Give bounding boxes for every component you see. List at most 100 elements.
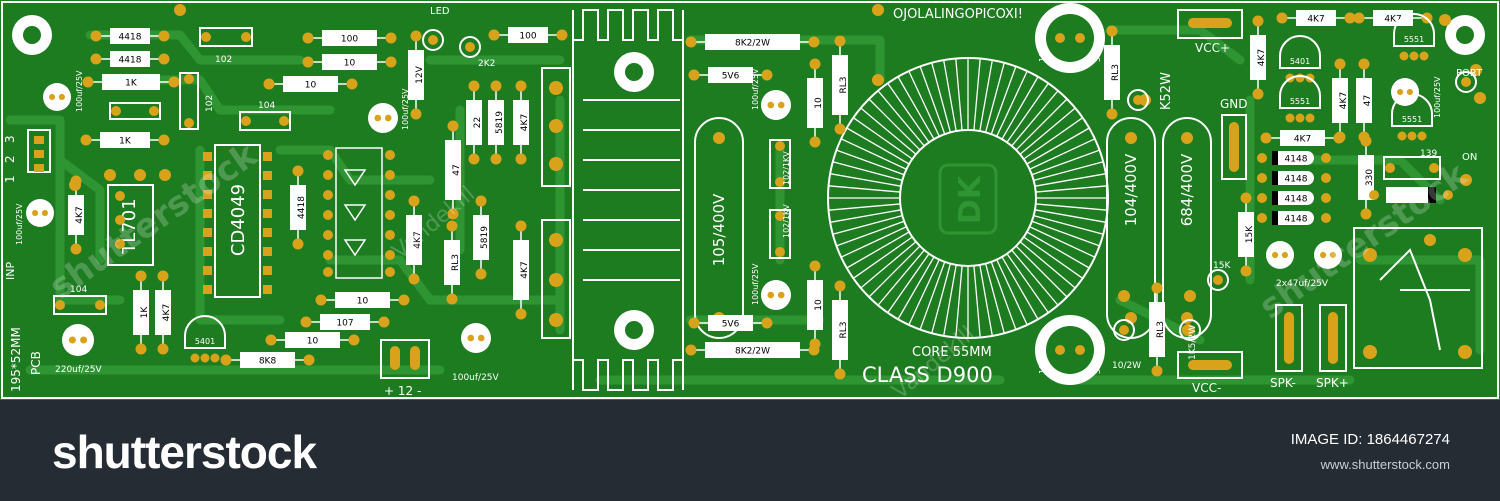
spk-minus-label: SPK- (1270, 376, 1296, 390)
transistor-5401-left: 5401 (184, 315, 226, 363)
resistor-rl3-c-label: RL3 (839, 322, 849, 339)
resistor-rl3-a-label: RL3 (451, 254, 461, 271)
resistor-100-b: 100 (488, 27, 568, 43)
ic-cd4049: CD4049 (203, 144, 272, 298)
cap-102-top (199, 27, 253, 47)
board-title: OJOLALINGOPICOXI! (893, 7, 1023, 22)
solder-pad (872, 4, 884, 16)
cap-102-1kv-b (769, 209, 791, 259)
resistor-rl3-b: RL3 (832, 35, 849, 135)
resistor-47-a: 47 (445, 120, 462, 220)
resistor-4k7-g-label: 4K7 (1257, 49, 1267, 66)
c2x47-label: 2x47uf/25V (1276, 279, 1329, 289)
cap-220uf-25v (62, 324, 94, 356)
vcc-minus-label: VCC- (1192, 381, 1221, 395)
pin-1: 3 (3, 135, 17, 143)
resistor-4k7-d: 4K7 (155, 270, 172, 355)
r10-2w-label: 10/2W (1112, 361, 1141, 371)
copper-traces (5, 25, 1485, 385)
solder-pad (104, 169, 116, 181)
resistor-100-a-label: 100 (341, 35, 358, 45)
r15k-small-label: 15K (1213, 261, 1231, 271)
diode-4148-label: 4148 (1285, 155, 1308, 165)
solder-pad (1184, 290, 1196, 302)
c102-top-label: 102 (215, 55, 232, 65)
diode-4007 (1369, 187, 1453, 203)
diode-4148-label: 4148 (1285, 195, 1308, 205)
resistor-5819-b: 5819 (473, 195, 490, 280)
resistor-4k7-e-label: 4K7 (1307, 15, 1324, 25)
transistor-5401-right-label: 5401 (1290, 57, 1310, 66)
resistor-10-e-label: 10 (307, 337, 319, 347)
resistor-4k7-e: 4K7 (1276, 10, 1356, 26)
resistor-10-c-label: 10 (814, 97, 824, 109)
solder-pad (872, 74, 884, 86)
resistor-1k-c-label: 1K (140, 306, 150, 319)
resistor-330: 330 (1358, 135, 1375, 220)
cap-104-400v-label: 104/400V (1122, 153, 1140, 226)
resistor-8k2-a-label: 8K2/2W (735, 39, 770, 49)
solder-pad (174, 4, 186, 16)
input-header (27, 129, 51, 173)
d139-label: 139 (1420, 149, 1437, 159)
led-label: LED (430, 6, 450, 17)
pin-3: 1 (3, 175, 17, 183)
resistor-107: 107 (300, 314, 390, 330)
resistor-4k7-c-label: 4K7 (413, 231, 423, 248)
cap-100uf-25v-inp: 100uf/25V (15, 199, 54, 245)
resistor-47-b: 47 (1356, 58, 1373, 143)
solder-pad (1460, 174, 1472, 186)
ring-pad (1207, 269, 1229, 291)
resistor-22-label: 22 (473, 117, 483, 128)
solder-pad (159, 169, 171, 181)
transistor-5551-b-label: 5551 (1290, 97, 1310, 106)
ring-pad (422, 29, 444, 51)
resistor-5819-a-label: 5819 (495, 111, 505, 134)
resistor-15k-a: 15K (1238, 192, 1255, 277)
resistor-4418-b: 4418 (90, 51, 170, 67)
cap-100uf-25v-mid: 100uf/25V (368, 88, 410, 133)
resistor-rl3-b-label: RL3 (839, 77, 849, 94)
resistor-1k-c: 1K (133, 270, 150, 355)
resistor-47-a-label: 47 (452, 164, 462, 175)
cap-100uf-25v-left-label: 100uf/25V (75, 70, 84, 112)
cap-684-400v-label: 684/400V (1178, 153, 1196, 226)
resistor-rl3-a: RL3 (444, 220, 461, 305)
image-id-label: IMAGE ID: (1290, 431, 1363, 448)
diode-4148-label: 4148 (1285, 215, 1308, 225)
resistor-10-f-label: 10 (814, 299, 824, 311)
class-label: CLASS D900 (862, 363, 993, 387)
resistor-10-a: 10 (302, 54, 397, 70)
transistor-5401-left-label: 5401 (195, 337, 215, 346)
resistor-4k7-i: 4K7 (1260, 130, 1345, 146)
d4007-label: 4007 (1396, 192, 1421, 203)
solder-pad (1474, 92, 1486, 104)
solder-pad (134, 169, 146, 181)
resistor-10-b: 10 (263, 76, 358, 92)
resistor-5v6-a: 5V6 (688, 67, 773, 83)
board-outline (1, 1, 1499, 399)
resistor-4k7-b-label: 4K7 (520, 261, 530, 278)
resistor-4k7-d-label: 4K7 (162, 304, 172, 321)
solder-pad (1439, 14, 1451, 26)
vcc-plus-label: VCC+ (1195, 41, 1230, 55)
cap-2x47-a (1266, 241, 1294, 269)
resistor-4418-a-label: 4418 (119, 33, 142, 43)
diode-4148-3: 4148 (1257, 191, 1331, 205)
resistor-15k-a-label: 15K (1245, 225, 1255, 243)
electrolytic-large (1035, 3, 1105, 385)
c50v-top-label: 50V (1093, 46, 1102, 62)
ic-tl701: TL701 (107, 184, 154, 266)
solder-pad (69, 179, 81, 191)
cap-100uf-25v-right: 100uf/25V (1391, 76, 1442, 118)
resistor-4k7-a-label: 4K7 (520, 114, 530, 131)
image-id: IMAGE ID: 1864467274 (1291, 431, 1450, 448)
resistor-rl3-c: RL3 (832, 280, 849, 380)
site-url: www.shutterstock.com (1320, 457, 1450, 472)
c50v-bottom-label: 50V (1093, 358, 1102, 374)
c102-1kv-b-label: 102/1KV (782, 204, 791, 238)
heatsink-outline (572, 9, 684, 391)
spk-plus-label: SPK+ (1316, 376, 1349, 390)
opto-block (335, 147, 383, 279)
cap-105-400v-label: 105/400V (710, 193, 728, 266)
